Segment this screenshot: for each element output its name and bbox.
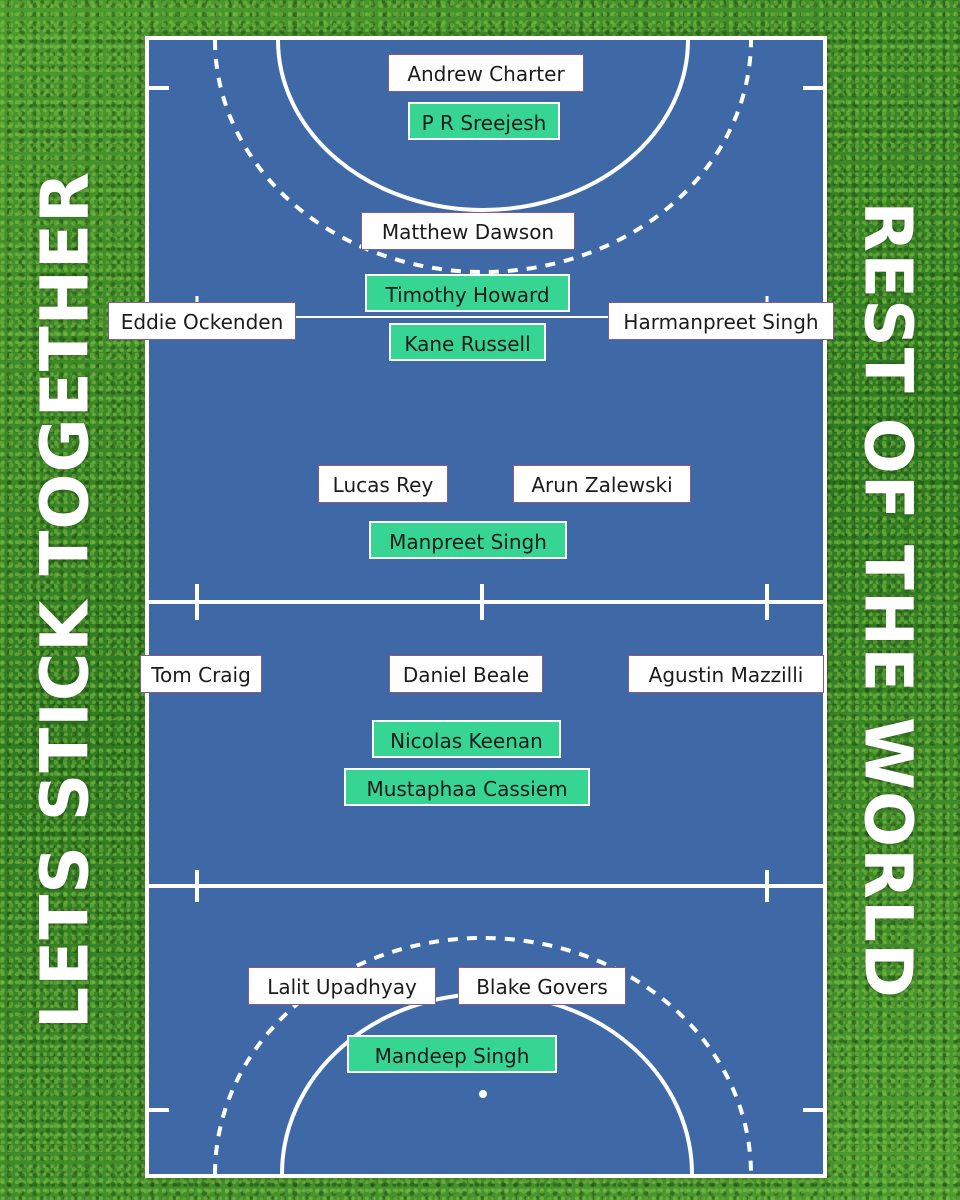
pitch-markings [149, 39, 823, 1175]
player-label-timothy-howard: Timothy Howard [365, 274, 570, 312]
player-label-p-r-sreejesh: P R Sreejesh [408, 102, 560, 140]
top-dashed-arc [213, 39, 753, 274]
player-label-eddie-ockenden: Eddie Ockenden [108, 302, 296, 340]
player-label-andrew-charter: Andrew Charter [388, 54, 584, 92]
player-label-mandeep-singh: Mandeep Singh [347, 1035, 557, 1073]
left-side-title: LETS STICK TOGETHER [26, 171, 104, 1029]
player-label-nicolas-keenan: Nicolas Keenan [372, 720, 561, 758]
player-label-agustin-mazzilli: Agustin Mazzilli [628, 655, 824, 693]
player-label-matthew-dawson: Matthew Dawson [361, 212, 575, 250]
player-label-arun-zalewski: Arun Zalewski [513, 465, 691, 503]
right-side-title: REST OF THE WORLD [849, 201, 927, 999]
player-label-mustaphaa-cassiem: Mustaphaa Cassiem [344, 768, 590, 806]
player-label-kane-russell: Kane Russell [389, 323, 546, 361]
player-label-harmanpreet-singh: Harmanpreet Singh [608, 302, 834, 340]
player-label-blake-govers: Blake Govers [458, 967, 626, 1005]
bottom-dashed-arc [213, 936, 753, 1175]
penalty-spot [479, 1090, 487, 1098]
player-label-tom-craig: Tom Craig [140, 655, 262, 693]
bottom-shooting-circle [280, 992, 694, 1175]
top-shooting-circle [276, 39, 690, 212]
player-label-lucas-rey: Lucas Rey [318, 465, 448, 503]
player-label-lalit-upadhyay: Lalit Upadhyay [248, 967, 436, 1005]
player-label-daniel-beale: Daniel Beale [389, 655, 543, 693]
player-label-manpreet-singh: Manpreet Singh [369, 521, 567, 559]
